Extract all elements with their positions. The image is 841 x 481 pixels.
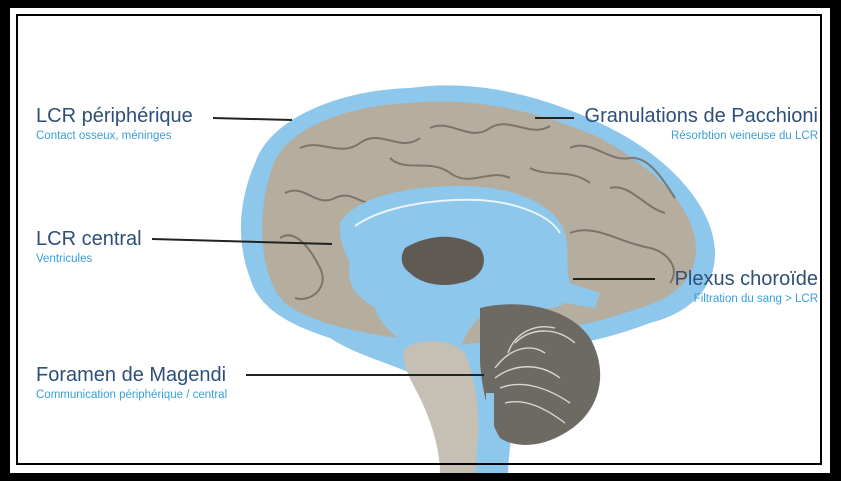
lcr-peripherique-title: LCR périphérique — [36, 104, 193, 128]
plexus-title: Plexus choroïde — [675, 267, 818, 291]
foramen-title: Foramen de Magendi — [36, 363, 227, 387]
arrow-lcr-central — [152, 239, 332, 244]
label-lcr-central: LCR central Ventricules — [36, 227, 142, 267]
label-plexus: Plexus choroïde Filtration du sang > LCR — [675, 267, 818, 307]
lcr-central-title: LCR central — [36, 227, 142, 251]
label-lcr-peripherique: LCR périphérique Contact osseux, méninge… — [36, 104, 193, 144]
granulations-title: Granulations de Pacchioni — [585, 104, 818, 128]
label-foramen: Foramen de Magendi Communication périphé… — [36, 363, 227, 403]
slide-frame: LCR périphérique Contact osseux, méninge… — [10, 8, 830, 473]
lcr-central-subtitle: Ventricules — [36, 251, 142, 267]
lcr-peripherique-subtitle: Contact osseux, méninges — [36, 128, 193, 144]
label-granulations: Granulations de Pacchioni Résorbtion vei… — [585, 104, 818, 144]
granulations-subtitle: Résorbtion veineuse du LCR — [585, 128, 818, 144]
arrow-lcr-peripherique — [213, 118, 292, 120]
plexus-subtitle: Filtration du sang > LCR — [675, 291, 818, 307]
foramen-subtitle: Communication périphérique / central — [36, 387, 227, 403]
